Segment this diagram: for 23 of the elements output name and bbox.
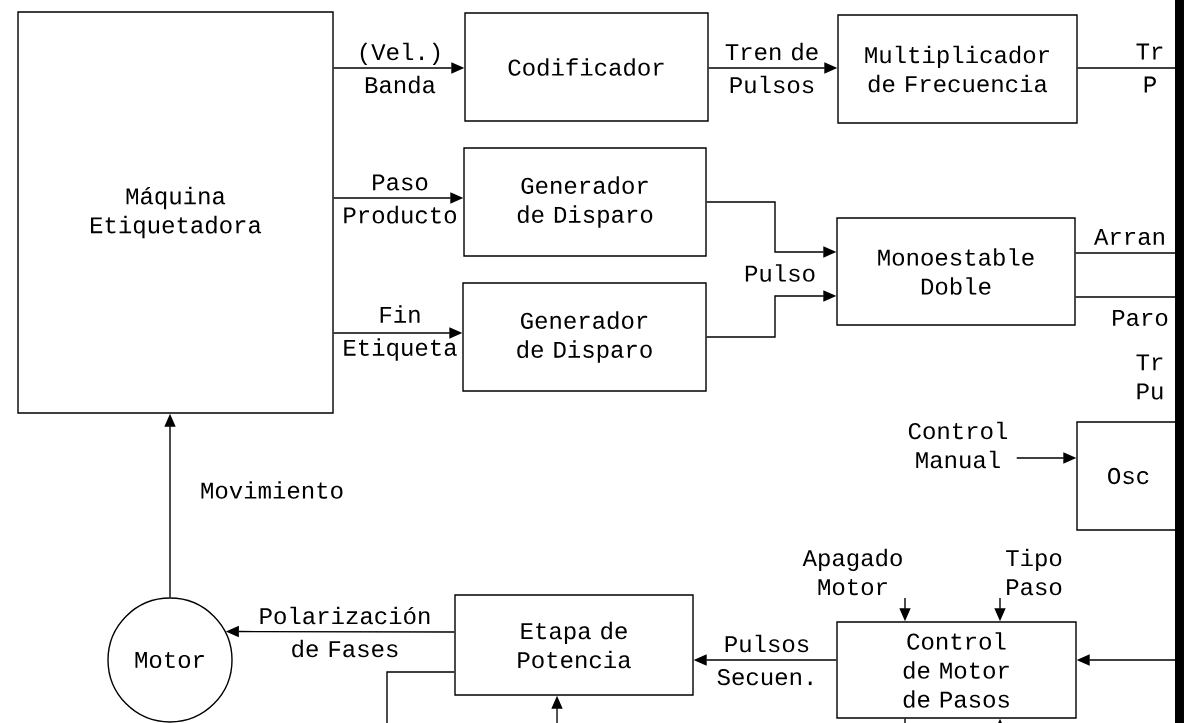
edge-label: Tren de Pulsos (725, 42, 818, 94)
edge-label: (Vel.) Banda (360, 42, 440, 94)
process-box: Monoestable Doble (836, 217, 1076, 326)
edge-label: Movimiento (201, 481, 343, 499)
edge-label: Arran (1094, 229, 1164, 245)
process-box: Control de Motor de Pasos (836, 621, 1077, 719)
edge-label: Paso Producto (344, 174, 457, 224)
process-box: Codificador (464, 12, 709, 122)
process-box: Etapa de Potencia (454, 594, 694, 696)
process-box: Multiplicador de Frecuencia (837, 14, 1078, 124)
input-label: Tipo Paso (1006, 548, 1062, 596)
process-box: Máquina Etiquetadora (17, 11, 334, 414)
input-label: Apagado Motor (802, 548, 902, 596)
edge-label: Paro (1113, 310, 1168, 326)
input-label: Control Manual (908, 421, 1008, 469)
edge-label: Pulso (745, 264, 815, 282)
process-box: Generador de Disparo (462, 282, 707, 392)
edge-label: Fin Etiqueta (344, 305, 457, 361)
process-box: Generador de Disparo (463, 147, 707, 257)
edge-label: Polarización de Fases (260, 606, 430, 658)
edge-label: Pulsos Secuen. (717, 634, 812, 686)
edge-label: Tr P (1136, 43, 1163, 93)
signal-label: Tr Pu (1136, 354, 1163, 400)
